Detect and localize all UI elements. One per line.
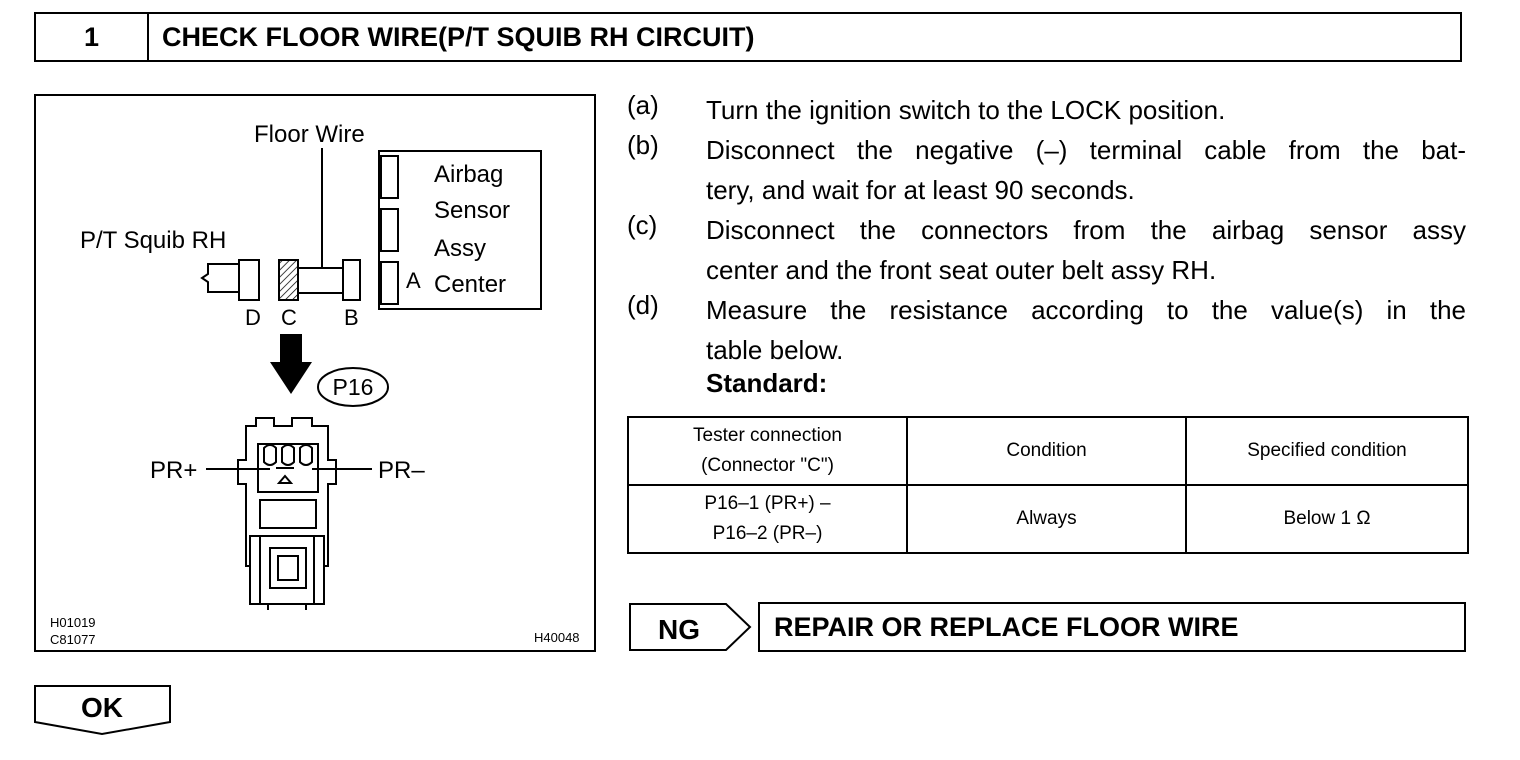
step-number: 1 — [36, 14, 149, 60]
sensor-label-line1: Airbag — [434, 161, 503, 188]
wiring-diagram: Floor Wire Airbag Sensor Assy Center A P… — [34, 94, 596, 652]
step-c-letter: (c) — [627, 210, 658, 240]
label-b: B — [344, 305, 359, 330]
table-cell-connection: P16–1 (PR+) – P16–2 (PR–) — [627, 484, 908, 554]
floor-wire-body — [297, 267, 345, 294]
table-header-cell: Condition — [906, 416, 1187, 486]
spec-table: Tester connection (Connector "C") Condit… — [627, 416, 1469, 554]
ok-label: OK — [81, 692, 123, 723]
step-a-text: Turn the ignition switch to the LOCK pos… — [706, 95, 1226, 125]
squib-label: P/T Squib RH — [80, 227, 226, 254]
squib-plug — [200, 263, 238, 293]
step-c-line2: center and the front seat outer belt ass… — [706, 255, 1217, 285]
connector-face — [237, 417, 337, 610]
connector-d — [238, 259, 260, 301]
pr-plus-label: PR+ — [150, 457, 197, 484]
connector-id: P16 — [333, 374, 374, 400]
header-connection-line2: (Connector "C") — [701, 455, 834, 476]
ng-arrow-icon — [629, 603, 752, 651]
step-header: 1 CHECK FLOOR WIRE(P/T SQUIB RH CIRCUIT) — [34, 12, 1462, 62]
standard-label: Standard: — [706, 368, 828, 398]
connection-line2: P16–2 (PR–) — [712, 523, 823, 544]
label-d: D — [245, 305, 261, 330]
table-header-row: Tester connection (Connector "C") Condit… — [627, 416, 1469, 486]
figure-code-2: C81077 — [50, 632, 96, 647]
step-b-line2: tery, and wait for at least 90 seconds. — [706, 175, 1135, 205]
connector-b — [342, 259, 361, 301]
sensor-label-line3: Assy — [434, 235, 486, 262]
header-connection-line1: Tester connection — [693, 425, 842, 446]
step-a-letter: (a) — [627, 90, 659, 120]
step-b-letter: (b) — [627, 130, 659, 160]
table-header-cell: Specified condition — [1185, 416, 1469, 486]
connector-a-shape — [380, 261, 399, 305]
diagram-drawing: Floor Wire Airbag Sensor Assy Center A P… — [50, 121, 580, 647]
step-d-line1: Measure the resistance according to the … — [706, 295, 1466, 325]
table-cell-specified: Below 1 Ω — [1185, 484, 1469, 554]
ok-arrow-icon — [34, 685, 171, 736]
step-d-letter: (d) — [627, 290, 659, 320]
ng-label: NG — [658, 614, 700, 645]
step-title: CHECK FLOOR WIRE(P/T SQUIB RH CIRCUIT) — [162, 22, 755, 52]
sensor-label-line2: Sensor — [434, 197, 510, 224]
label-c: C — [281, 305, 297, 330]
step-c-line1: Disconnect the connectors from the airba… — [706, 215, 1466, 245]
table-header-cell: Tester connection (Connector "C") — [627, 416, 908, 486]
connector-c — [278, 259, 299, 301]
figure-code-3: H40048 — [534, 630, 580, 645]
pr-minus-label: PR– — [378, 457, 425, 484]
step-b-line1: Disconnect the negative (–) terminal cab… — [706, 135, 1466, 165]
connector-id-badge — [317, 367, 389, 407]
connection-line1: P16–1 (PR+) – — [704, 493, 831, 514]
sensor-label-line4: Center — [434, 271, 506, 298]
label-a: A — [406, 268, 421, 293]
airbag-sensor-box — [378, 150, 542, 310]
ng-action: REPAIR OR REPLACE FLOOR WIRE — [758, 602, 1466, 652]
down-arrow-icon — [270, 334, 312, 394]
figure-code-1: H01019 — [50, 615, 96, 630]
floor-wire-label: Floor Wire — [254, 121, 365, 148]
table-row: P16–1 (PR+) – P16–2 (PR–) Always Below 1… — [627, 484, 1469, 554]
table-cell-condition: Always — [906, 484, 1187, 554]
step-d-line2: table below. — [706, 335, 844, 365]
